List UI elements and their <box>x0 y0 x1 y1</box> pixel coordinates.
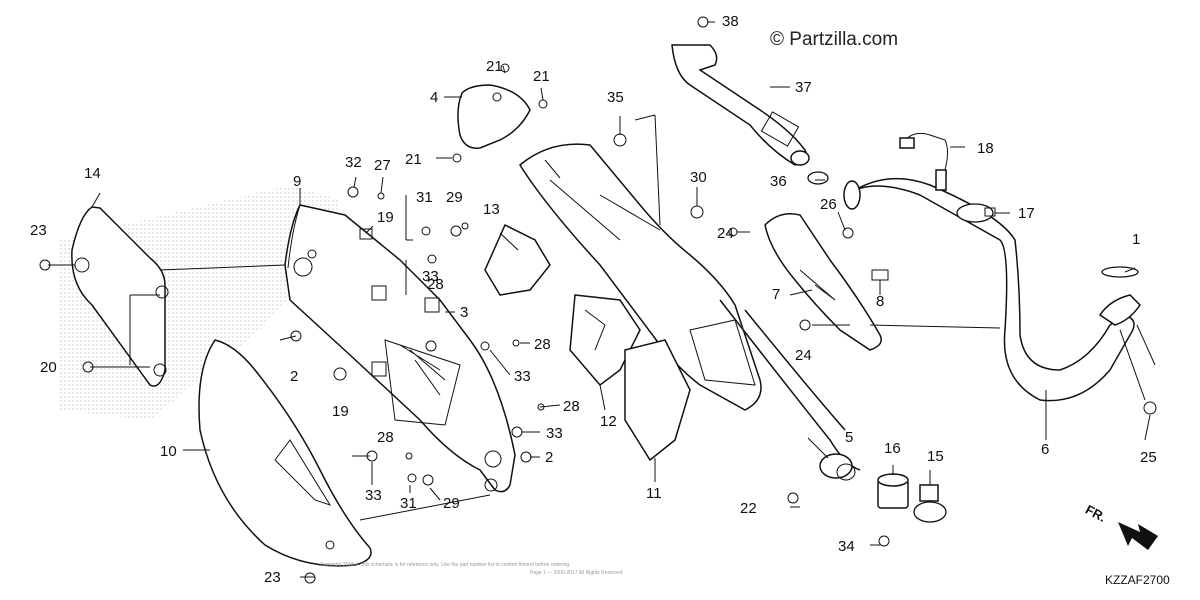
callout-35: 35 <box>607 89 624 106</box>
callout-38: 38 <box>722 13 739 30</box>
callout-12: 12 <box>600 413 617 430</box>
arrow-right-icon <box>1118 522 1158 550</box>
callout-14: 14 <box>84 165 101 182</box>
callout-9: 9 <box>293 173 301 190</box>
part-10-muffler-cover[interactable] <box>198 339 372 567</box>
part-5-muffler[interactable] <box>519 143 861 481</box>
callout-19-right: 19 <box>377 209 394 226</box>
callout-10: 10 <box>160 443 177 460</box>
callout-7: 7 <box>772 286 780 303</box>
callout-3: 3 <box>460 304 468 321</box>
callout-34: 34 <box>838 538 855 555</box>
callout-25: 25 <box>1140 449 1157 466</box>
watermark: © Partzilla.com <box>770 29 898 50</box>
part-16-gasket[interactable] <box>877 473 909 509</box>
callout-26: 26 <box>820 196 837 213</box>
callout-15: 15 <box>927 448 944 465</box>
callout-27: 27 <box>374 157 391 174</box>
callout-29-top: 29 <box>446 189 463 206</box>
callout-28-c: 28 <box>563 398 580 415</box>
callout-33-b: 33 <box>514 368 531 385</box>
callout-13: 13 <box>483 201 500 218</box>
part-15-band[interactable] <box>913 484 947 523</box>
callout-8: 8 <box>876 293 884 310</box>
callout-18: 18 <box>977 140 994 157</box>
callout-19-left: 19 <box>332 403 349 420</box>
part-17-clamp[interactable] <box>956 203 996 223</box>
callout-4: 4 <box>430 89 438 106</box>
callout-32: 32 <box>345 154 362 171</box>
callout-36: 36 <box>770 173 787 190</box>
front-direction-label: FR. <box>1083 502 1109 525</box>
part-18-o2-sensor[interactable] <box>899 132 948 191</box>
callout-22: 22 <box>740 500 757 517</box>
callout-37: 37 <box>795 79 812 96</box>
part-1-gasket[interactable] <box>1101 266 1139 278</box>
callout-24-b: 24 <box>795 347 812 364</box>
part-37-joint-pipe[interactable] <box>671 44 810 166</box>
leader-lines <box>48 21 1156 578</box>
fine-print-line-1: Copyright 2018 — this schematic is for r… <box>320 562 571 568</box>
callout-21-b: 21 <box>533 68 550 85</box>
callout-5: 5 <box>845 429 853 446</box>
callout-17: 17 <box>1018 205 1035 222</box>
callout-2-right: 2 <box>545 449 553 466</box>
callout-33-bottom: 33 <box>365 487 382 504</box>
callout-29-bottom: 29 <box>443 495 460 512</box>
fine-print-line-2: Page 1 — 2000-2017 All Rights Reserved <box>530 570 623 576</box>
callout-23-bottom: 23 <box>264 569 281 586</box>
front-direction-arrow: FR. <box>1083 502 1158 550</box>
callout-33-c: 33 <box>546 425 563 442</box>
part-6-header-pipe[interactable] <box>843 177 1141 402</box>
callout-31-top: 31 <box>416 189 433 206</box>
callout-28-a: 28 <box>427 276 444 293</box>
callout-11: 11 <box>646 485 662 502</box>
callout-21-c: 21 <box>405 151 422 168</box>
part-7-header-shield[interactable] <box>764 213 882 351</box>
part-12-insulator[interactable] <box>569 294 641 387</box>
part-14-side-cover[interactable] <box>71 206 169 387</box>
part-9-guard-panel[interactable] <box>284 204 516 493</box>
callout-16: 16 <box>884 440 901 457</box>
part-4-heat-shield[interactable] <box>457 84 531 149</box>
callout-6: 6 <box>1041 441 1049 458</box>
callout-labels: 14 23 20 10 23 9 2 19 4 21 21 21 32 27 1… <box>30 13 1157 586</box>
callout-31-bottom: 31 <box>400 495 417 512</box>
callout-28-b: 28 <box>534 336 551 353</box>
part-13-insulator[interactable] <box>484 223 551 296</box>
diagram-code: KZZAF2700 <box>1105 573 1170 587</box>
callout-21-a: 21 <box>486 58 503 75</box>
callout-28-d: 28 <box>377 429 394 446</box>
part-36-gasket[interactable] <box>807 171 829 185</box>
callout-2-left: 2 <box>290 368 298 385</box>
callout-33-a: 33 <box>422 268 439 285</box>
callout-23-top: 23 <box>30 222 47 239</box>
callout-24-a: 24 <box>717 225 734 242</box>
callout-1: 1 <box>1132 231 1140 248</box>
part-11-insulator[interactable] <box>624 339 691 462</box>
callout-20: 20 <box>40 359 57 376</box>
callout-30: 30 <box>690 169 707 186</box>
